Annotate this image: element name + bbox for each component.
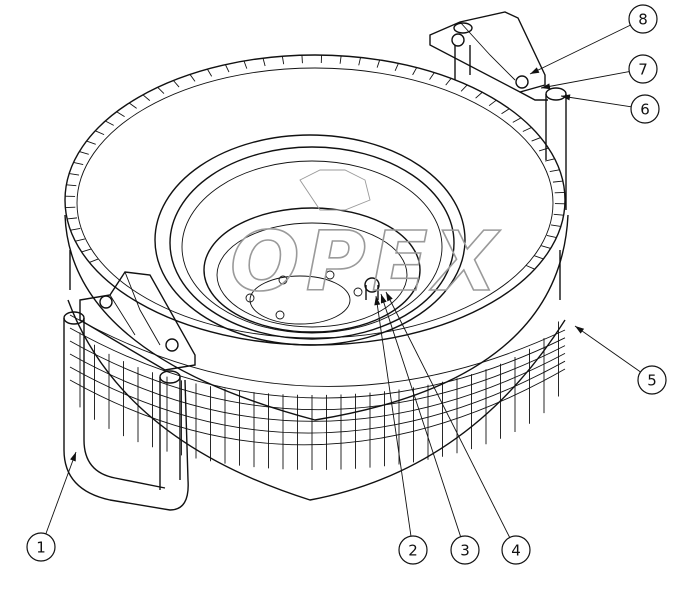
callout-1: 1 — [26, 451, 77, 562]
arrowhead-icon — [380, 294, 387, 304]
arrowhead-icon — [70, 452, 76, 462]
wheel-rim — [154, 134, 466, 346]
callout-circle — [637, 365, 667, 395]
callout-circle — [398, 535, 428, 565]
arrowhead-icon — [541, 83, 551, 90]
callout-6: 6 — [560, 94, 660, 124]
callout-circle — [450, 535, 480, 565]
callout-label: 4 — [511, 542, 521, 560]
callout-label: 7 — [638, 61, 648, 79]
callout-3: 3 — [380, 293, 480, 565]
callout-circle — [26, 532, 56, 562]
callout-8: 8 — [529, 4, 658, 75]
leader-line — [380, 293, 462, 537]
leader-line — [45, 451, 77, 535]
callout-circle — [628, 4, 658, 34]
callout-label: 1 — [36, 539, 46, 557]
leader-line — [574, 325, 641, 373]
callout-2: 2 — [374, 295, 428, 565]
callout-label: 5 — [647, 372, 657, 390]
callout-5: 5 — [574, 325, 667, 395]
callout-circle — [630, 94, 660, 124]
leader-line — [540, 71, 630, 89]
arrowhead-icon — [561, 94, 571, 101]
callout-circle — [501, 535, 531, 565]
left-bracket — [63, 271, 196, 511]
callout-4: 4 — [385, 291, 531, 565]
arrowhead-icon — [386, 292, 393, 302]
leader-line — [560, 95, 632, 108]
arrowhead-icon — [530, 67, 540, 74]
leader-line — [529, 24, 631, 75]
right-bracket — [429, 11, 567, 210]
leader-line — [385, 291, 511, 538]
callouts: 1 2 3 4 5 6 7 8 — [26, 4, 667, 565]
arrowhead-icon — [575, 326, 585, 334]
callout-label: 8 — [638, 11, 648, 29]
tire — [64, 54, 569, 501]
callout-7: 7 — [540, 54, 658, 90]
arrowhead-icon — [374, 296, 381, 306]
callout-label: 2 — [408, 542, 418, 560]
callout-label: 3 — [460, 542, 470, 560]
callout-circle — [628, 54, 658, 84]
leader-line — [375, 295, 412, 537]
watermark: OPEX — [229, 169, 503, 311]
watermark-text: OPEX — [230, 215, 503, 310]
callout-label: 6 — [640, 101, 650, 119]
